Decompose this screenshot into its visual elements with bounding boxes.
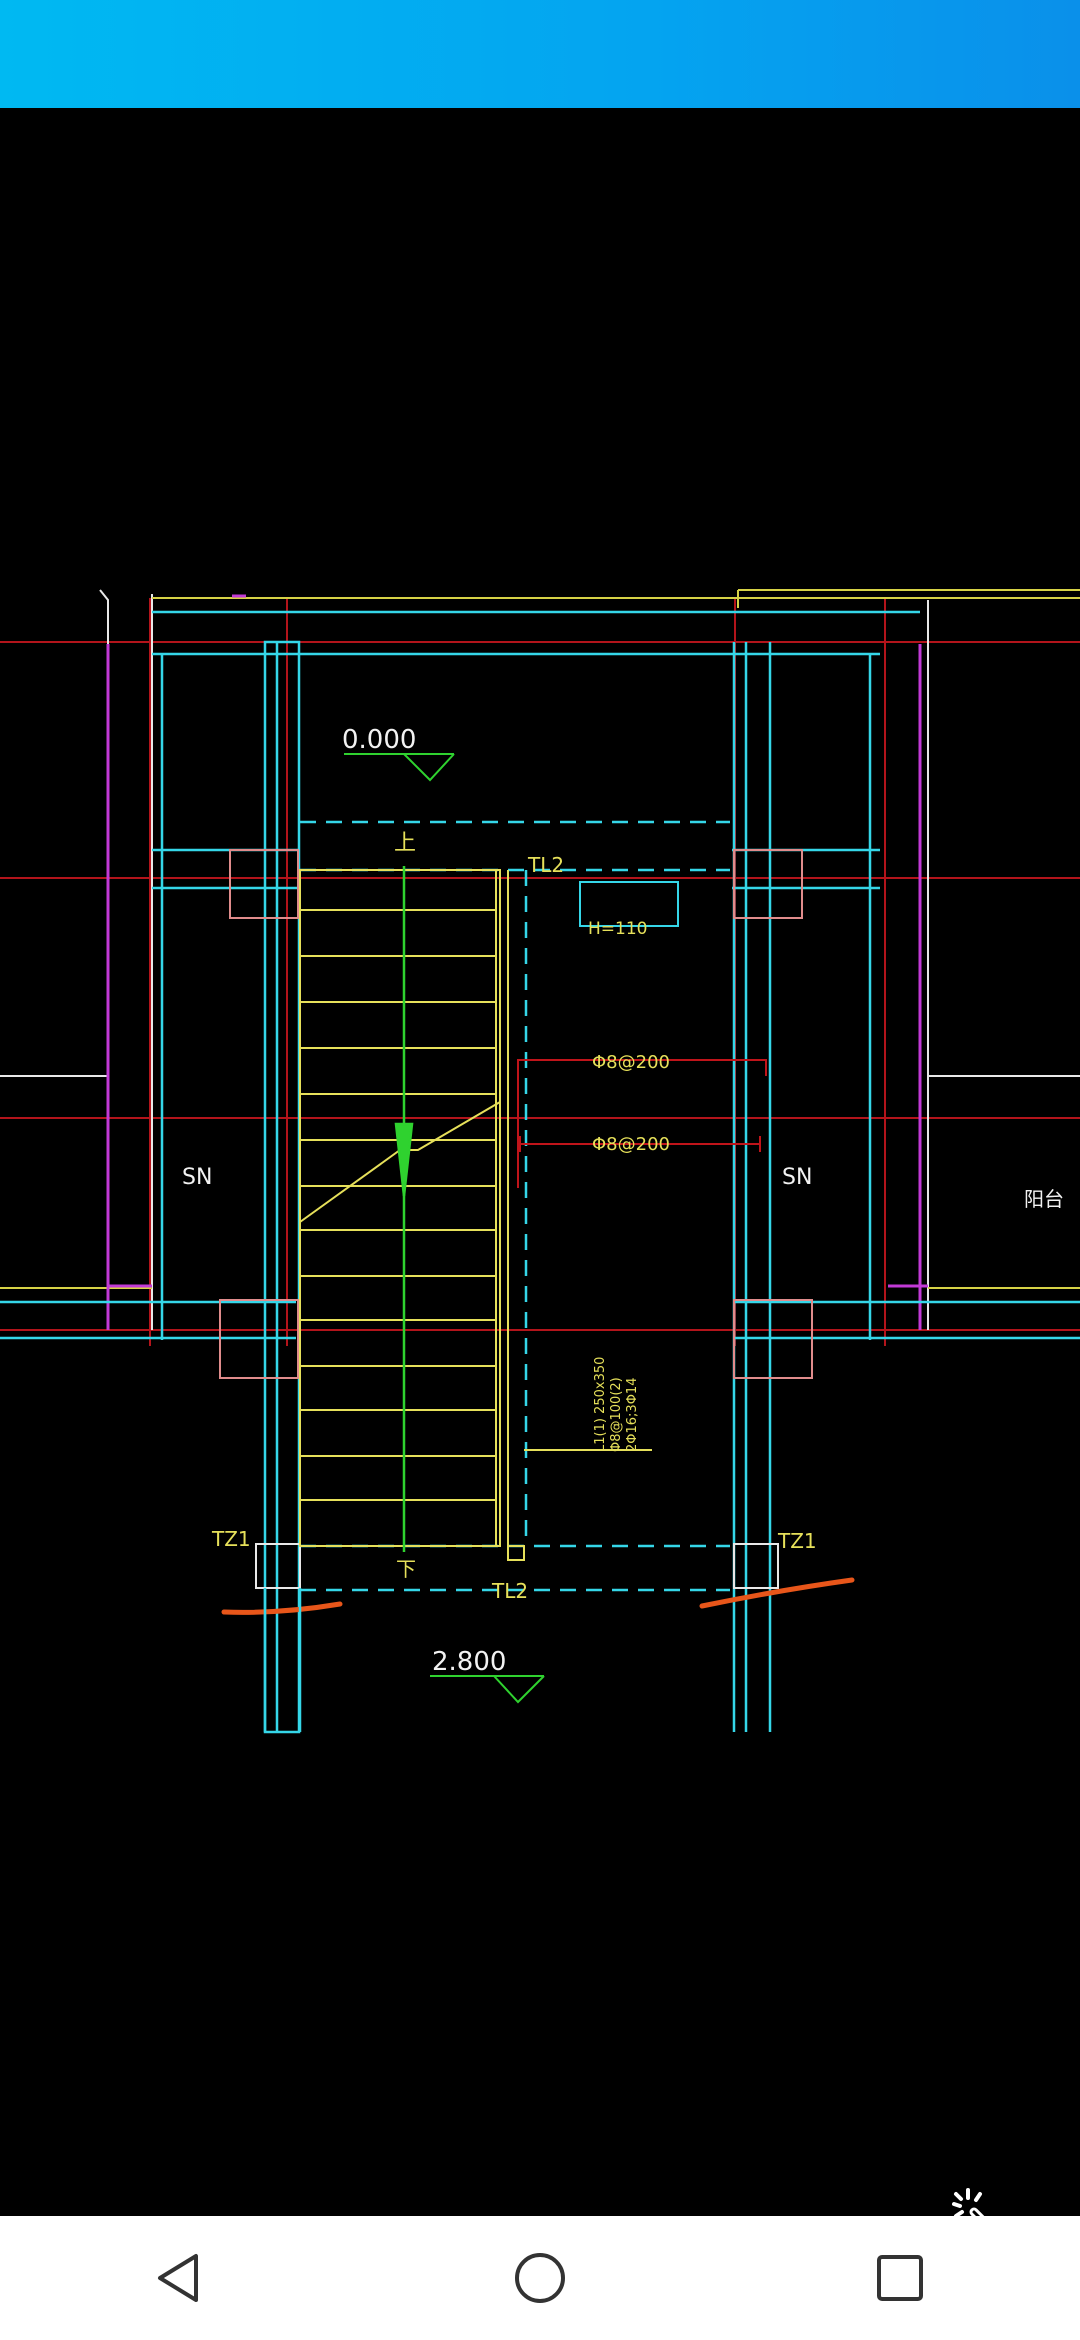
- slab-box: [579, 881, 679, 927]
- down-label: 下: [396, 1557, 416, 1581]
- up-label: 上: [394, 831, 416, 856]
- column-right-label: TZ1: [777, 1529, 817, 1553]
- level-markers: [344, 753, 545, 1704]
- cad-drawing-viewer[interactable]: 0.000 2.800 上 下 TL2 TL2 H=110 Φ8@200 Φ8@…: [0, 108, 1080, 2251]
- rebar-leaders: [517, 1059, 767, 1188]
- navigation-bar: [0, 2216, 1080, 2340]
- magenta-edges: [106, 594, 928, 1330]
- columns-pink: [219, 849, 813, 1379]
- stair-flight: [299, 869, 525, 1561]
- room-far-right-label: 阳台: [1024, 1187, 1064, 1211]
- structural-walls: [0, 610, 1080, 1734]
- beam-tl2-bottom-label: TL2: [491, 1579, 528, 1603]
- beam-note-line1: L1(1) 250x350: [593, 1357, 608, 1452]
- stair-plan-drawing: 0.000 2.800 上 下 TL2 TL2 H=110 Φ8@200 Φ8@…: [0, 589, 1080, 1734]
- room-left-label: SN: [182, 1165, 212, 1190]
- home-circle-icon[interactable]: [480, 2218, 600, 2338]
- rebar-label-2: Φ8@200: [592, 1134, 670, 1155]
- beam-note: L1(1) 250x350 Φ8@100(2) 2Φ16;3Φ14: [593, 1357, 640, 1452]
- level-top-label: 0.000: [342, 725, 416, 755]
- back-triangle-icon[interactable]: [120, 2218, 240, 2338]
- rebar-label-1: Φ8@200: [592, 1052, 670, 1073]
- column-left-label: TZ1: [211, 1527, 251, 1551]
- beam-tl2-top-label: TL2: [527, 853, 564, 877]
- recents-square-icon[interactable]: [840, 2218, 960, 2338]
- dashed-beams: [300, 820, 730, 1592]
- upper-yellow-walls: [0, 589, 1080, 1289]
- lower-wall-lines: [263, 1588, 302, 1732]
- beam-note-line3: 2Φ16;3Φ14: [625, 1378, 640, 1452]
- slab-thickness-label: H=110: [588, 919, 647, 939]
- beam-note-line2: Φ8@100(2): [609, 1377, 624, 1452]
- status-bar: [0, 0, 1080, 108]
- level-bottom-label: 2.800: [432, 1647, 506, 1677]
- stair-direction-line: [394, 866, 414, 1552]
- room-right-label: SN: [782, 1165, 812, 1190]
- break-lines: [221, 1577, 855, 1615]
- columns-tz1: [255, 1543, 779, 1589]
